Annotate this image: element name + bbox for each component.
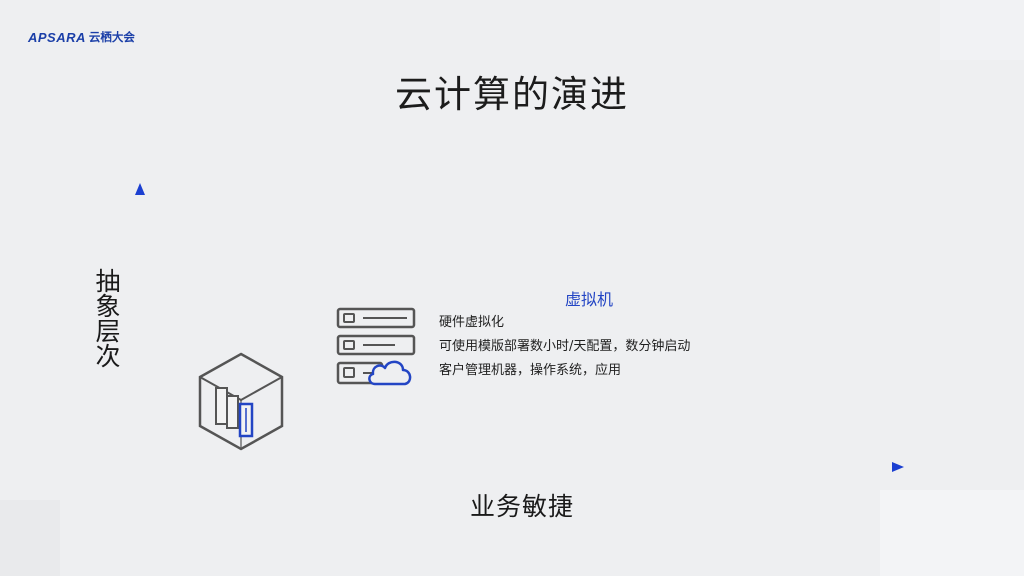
apsara-logo: APSARA 云栖大会 <box>28 28 135 46</box>
y-axis-arrow <box>135 183 145 195</box>
x-axis-arrow <box>892 462 904 472</box>
x-axis-label: 业务敏捷 <box>470 492 575 521</box>
vm-heading: 虚拟机 <box>565 290 614 309</box>
background-tile <box>0 500 60 576</box>
vm-feature-item: 硬件虚拟化 <box>439 315 505 330</box>
background-tile <box>880 490 1024 576</box>
vm-feature-list: 硬件虚拟化 可使用模版部署数小时/天配置，数分钟启动 客户管理机器，操作系统，应… <box>439 311 690 383</box>
virtual-machine-server-cloud-icon <box>336 307 416 386</box>
logo-name: 云栖大会 <box>88 30 135 44</box>
background-tile <box>940 0 1024 60</box>
page-title: 云计算的演进 <box>395 73 629 116</box>
vm-feature-item: 可使用模版部署数小时/天配置，数分钟启动 <box>439 339 691 354</box>
logo-brand: APSARA <box>28 29 86 45</box>
vm-feature-item: 客户管理机器，操作系统，应用 <box>439 363 622 378</box>
y-axis-label: 抽象层次 <box>92 268 121 368</box>
physical-server-room-icon <box>198 352 284 451</box>
